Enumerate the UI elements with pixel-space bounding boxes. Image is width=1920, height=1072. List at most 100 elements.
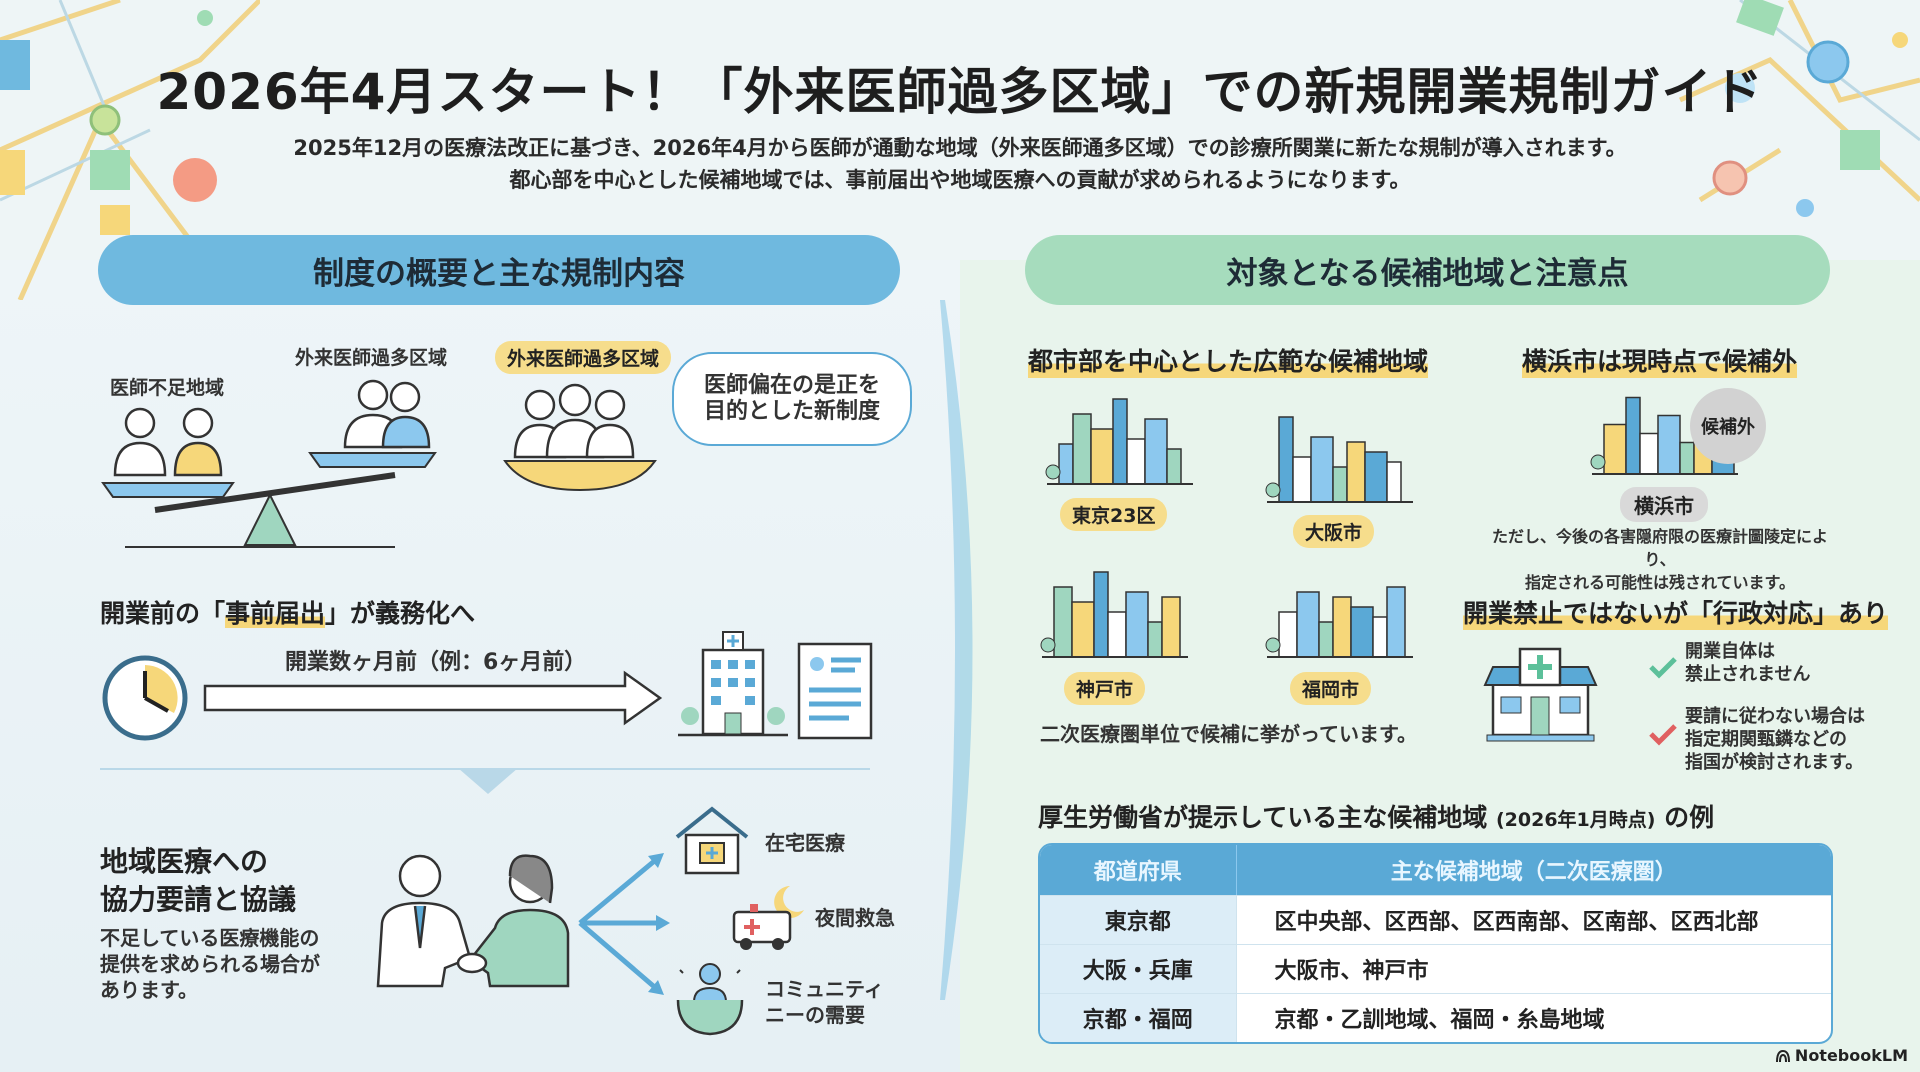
building-icon — [1166, 448, 1182, 485]
building-icon — [1144, 418, 1168, 485]
section-header-left: 制度の概要と主な規制内容 — [98, 235, 900, 305]
tree-icon — [1265, 637, 1281, 653]
notice-heading: 開業前の「事前届出」が義務化へ — [100, 594, 475, 630]
building-icon — [1625, 396, 1641, 475]
building-icon — [1372, 616, 1388, 658]
coop-heading-line-2: 協力要請と協議 — [100, 883, 297, 916]
balance-scale-doctors-illustration-icon — [101, 379, 657, 548]
timeline-label: 開業数ヶ月前（例：6ヶ月前） — [285, 650, 587, 675]
tree-icon — [1040, 637, 1056, 653]
tree-icon — [1045, 464, 1061, 480]
yokohama-label: 横浜市 — [1620, 487, 1708, 522]
handshake-doctor-illustration-icon — [376, 854, 570, 988]
cell-areas: 区中央部、区西部、区西南部、区南部、区西北部 — [1236, 895, 1831, 944]
cell-areas: 京都・乙訓地域、福岡・糸島地域 — [1236, 993, 1831, 1042]
check-2-line-3: 指国が検討されます。 — [1685, 752, 1864, 773]
notebooklm-logo-icon — [1775, 1049, 1790, 1062]
section-header-right: 対象となる候補地域と注意点 — [1025, 235, 1830, 305]
column-header-prefecture: 都道府県 — [1040, 845, 1237, 895]
notice-heading-pre: 開業前の「 — [100, 599, 226, 628]
clock-icon — [102, 655, 188, 741]
bubble-line-2: 目的とした新制度 — [703, 399, 880, 424]
yokohama-note-line-2: 指定される可能性は残されています。 — [1525, 573, 1795, 592]
city-badge-tokyo: 東京23区 — [1060, 498, 1168, 531]
table-title-suffix: の例 — [1664, 803, 1715, 832]
need-community: コミュニティ ニーの需要 — [765, 976, 884, 1028]
building-icon — [1296, 591, 1320, 658]
excess-region-badge: 外来医師過多区域 — [495, 341, 672, 374]
subtitle-line-2: 都心部を中心とした候補地域では、事前届出や地域医療への貢献が求められるようになり… — [509, 168, 1411, 192]
notification-document-icon — [797, 642, 873, 740]
coop-desc-line-1: 不足している医療機能の — [100, 926, 320, 950]
check-ok-icon — [1649, 657, 1677, 679]
building-icon — [1679, 441, 1695, 475]
decorative-map-right-icon — [1678, 0, 1920, 217]
excess-region-label: 外来医師過多区域 — [295, 347, 448, 369]
city-badge-osaka: 大阪市 — [1293, 515, 1375, 548]
cell-prefecture: 京都・福岡 — [1040, 993, 1237, 1042]
panel-divider-arrow-icon — [940, 300, 973, 1000]
urban-candidates-heading: 都市部を中心とした広範な候補地域 — [1028, 342, 1429, 378]
cell-prefecture: 東京都 — [1040, 895, 1237, 944]
subtitle-line-1: 2025年12月の医療法改正に基づき、2026年4月から医師が通動な地域（外来医… — [293, 136, 1627, 160]
coop-description: 不足している医療機能の 提供を求められる場合が あります。 — [100, 925, 320, 1003]
clinic-building-icon — [678, 631, 788, 737]
building-icon — [1090, 428, 1114, 485]
table-title-date: (2026年1月時点) — [1495, 809, 1656, 831]
building-icon — [1292, 456, 1312, 503]
cell-prefecture: 大阪・兵庫 — [1040, 944, 1237, 993]
bubble-line-1: 医師偏在の是正を — [703, 373, 880, 398]
coop-desc-line-2: 提供を求められる場合が — [100, 952, 320, 976]
yokohama-note: ただし、今後の各害隠府限の医療計圖陵定により、 指定される可能性は残されています… — [1480, 525, 1840, 594]
check-2-line-1: 要請に従わない場合は — [1685, 706, 1865, 727]
coop-heading-line-1: 地域医療への — [100, 845, 269, 878]
page-title: 2026年4月スタート！「外来医師過多区域」での新規開業規制ガイド — [156, 63, 1764, 121]
building-icon — [1310, 436, 1334, 503]
divider-chevron-icon — [458, 768, 518, 794]
need-community-line-2: ニーの需要 — [765, 1003, 865, 1027]
candidate-regions-table: 都道府県主な候補地域（二次医療圏） 東京都区中央部、区西部、区西南部、区南部、区… — [1038, 843, 1833, 1044]
building-icon — [1053, 586, 1073, 658]
timeline-arrow-icon — [203, 670, 663, 726]
building-icon — [1657, 414, 1681, 475]
building-icon — [1364, 451, 1388, 503]
city-badge-kobe: 神戸市 — [1064, 672, 1146, 705]
building-icon — [1603, 423, 1627, 475]
column-header-areas: 主な候補地域（二次医療圏） — [1236, 845, 1831, 895]
building-icon — [1386, 586, 1406, 658]
notice-heading-highlight: 事前届出 — [225, 599, 326, 628]
osaka-skyline-icon — [1265, 416, 1413, 503]
building-icon — [1147, 621, 1163, 658]
purpose-speech-bubble: 医師偏在の是正を 目的とした新制度 — [672, 352, 912, 446]
tree-icon — [1265, 482, 1281, 498]
check-item-1: 開業自体は 禁止されません — [1685, 640, 1810, 686]
yokohama-heading: 横浜市は現時点で候補外 — [1522, 342, 1798, 378]
check-warning-icon — [1649, 724, 1677, 746]
coop-desc-line-3: あります。 — [100, 978, 198, 1002]
building-icon — [1071, 601, 1095, 658]
need-home-care: 在宅医療 — [765, 831, 845, 855]
tree-icon — [1590, 454, 1606, 470]
ambulance-night-icon — [732, 886, 804, 950]
kobe-skyline-icon — [1040, 571, 1188, 658]
building-icon — [1350, 606, 1374, 658]
brand-label: NotebookLM — [1794, 1046, 1908, 1065]
coop-heading: 地域医療への 協力要請と協議 — [100, 843, 296, 919]
notebooklm-brand: NotebookLM — [1775, 1046, 1908, 1065]
clinic-house-icon — [1483, 647, 1598, 742]
check-1-line-2: 禁止されません — [1685, 664, 1811, 685]
building-icon — [1072, 413, 1092, 485]
building-icon — [1126, 438, 1146, 485]
needs-branch-arrows-icon — [578, 853, 670, 995]
table-row: 東京都区中央部、区西部、区西南部、区南部、区西北部 — [1040, 895, 1831, 944]
building-icon — [1346, 441, 1366, 503]
building-icon — [1386, 461, 1402, 503]
need-community-line-1: コミュニティ — [765, 977, 884, 1001]
check-1-line-1: 開業自体は — [1685, 641, 1775, 662]
decorative-map-left-icon — [0, 0, 260, 300]
building-icon — [1332, 596, 1352, 658]
table-title-main: 厚生労働省が提示している主な候補地域 — [1038, 803, 1488, 832]
building-icon — [1639, 432, 1659, 475]
building-icon — [1278, 611, 1298, 658]
admin-response-heading: 開業禁止ではないが「行政対応」あり — [1463, 594, 1889, 630]
